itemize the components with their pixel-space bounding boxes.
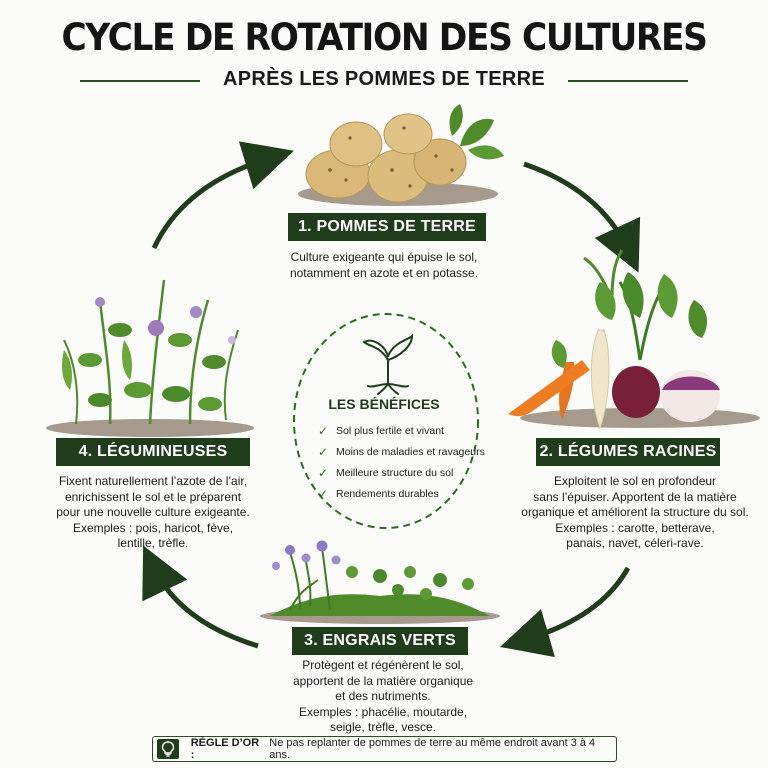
step-4-desc-line: Fixent naturellement l’azote de l’air,	[58, 474, 248, 488]
step-4-desc-line: enrichissent le sol et le préparent	[64, 489, 242, 504]
benefit-item: ✓ Meilleure structure du sol	[318, 462, 488, 483]
step-4-desc-line: lentille, trèfle.	[117, 536, 189, 550]
step-3-desc-line: seigle, trèfle, vesce.	[329, 720, 437, 734]
benefit-text: Rendements durables	[336, 487, 439, 500]
step-3-desc-line: Protègent et régénèrent le sol,	[302, 658, 464, 672]
step-4-description: Fixent naturellement l’azote de l’air, e…	[14, 474, 292, 552]
arrow-4-to-1	[151, 141, 294, 250]
arrow-2-to-3	[499, 566, 631, 658]
step-4-label: 4. LÉGUMINEUSES	[56, 438, 250, 466]
check-icon: ✓	[318, 465, 329, 480]
step-2-description: Exploitent le sol en profondeur sans l’é…	[510, 474, 760, 552]
benefit-text: Moins de maladies et ravageurs	[336, 445, 485, 458]
benefit-item: ✓ Sol plus fertile et vivant	[318, 420, 488, 441]
golden-rule-box: RÈGLE D’OR : Ne pas replanter de pommes …	[152, 736, 617, 762]
step-3-label: 3. ENGRAIS VERTS	[292, 627, 468, 655]
step-4-desc-line: Exemples : pois, haricot, fève,	[72, 520, 234, 535]
green-manure-illustration	[260, 540, 500, 624]
benefits-circle	[293, 313, 479, 529]
benefit-item: ✓ Rendements durables	[318, 483, 488, 504]
subtitle-row: APRÈS LES POMMES DE TERRE	[80, 66, 688, 94]
step-1-label: 1. POMMES DE TERRE	[288, 213, 486, 241]
step-1-description: Culture exigeante qui épuise le sol, not…	[250, 250, 518, 281]
legumes-illustration	[46, 279, 254, 437]
step-2-label: 2. LÉGUMES RACINES	[536, 438, 720, 466]
check-icon: ✓	[318, 444, 329, 459]
root-vegetables-illustration	[508, 249, 760, 430]
arrow-3-to-4	[142, 545, 259, 649]
check-icon: ✓	[318, 486, 329, 501]
benefits-title: LES BÉNÉFICES	[328, 396, 440, 412]
step-3-desc-line: Exemples : phacélie, moutarde,	[298, 704, 468, 719]
step-3-description: Protègent et régénèrent le sol, apporten…	[270, 658, 496, 736]
step-2-desc-line: panais, navet, céleri-rave.	[566, 536, 704, 550]
page-subtitle: APRÈS LES POMMES DE TERRE	[223, 68, 545, 90]
step-2-desc-line: Exploitent le sol en profondeur	[553, 474, 717, 488]
step-4-desc-line: pour une nouvelle culture exigeante.	[56, 505, 250, 519]
step-1-desc-line: Culture exigeante qui épuise le sol,	[290, 250, 478, 264]
seedling-icon	[362, 333, 414, 395]
step-3-desc-line: apportent de la matière organique	[292, 673, 474, 688]
step-1-desc-line: notamment en azote et en potasse.	[289, 265, 479, 280]
golden-rule-label: RÈGLE D’OR :	[190, 737, 260, 761]
step-3-desc-line: et des nutriments.	[335, 689, 431, 703]
subtitle-rule-left	[80, 80, 200, 82]
subtitle-rule-right	[568, 80, 688, 82]
step-2-desc-line: sans l’épuiser. Apportent de la matière	[533, 489, 737, 504]
golden-rule-text: Ne pas replanter de pommes de terre au m…	[269, 737, 596, 761]
check-icon: ✓	[318, 423, 329, 438]
lightbulb-icon	[153, 738, 183, 760]
step-2-desc-line: Exemples : carotte, betterave,	[555, 520, 715, 535]
benefit-text: Meilleure structure du sol	[336, 466, 454, 479]
benefit-text: Sol plus fertile et vivant	[336, 424, 444, 437]
page-title: CYCLE DE ROTATION DES CULTURES	[61, 16, 707, 59]
step-2-desc-line: organique et améliorent la structure du …	[521, 505, 749, 519]
arrow-1-to-2	[523, 161, 641, 273]
benefit-item: ✓ Moins de maladies et ravageurs	[318, 441, 488, 462]
potato-illustration	[298, 104, 504, 206]
benefits-list: ✓ Sol plus fertile et vivant ✓ Moins de ma…	[318, 420, 488, 504]
